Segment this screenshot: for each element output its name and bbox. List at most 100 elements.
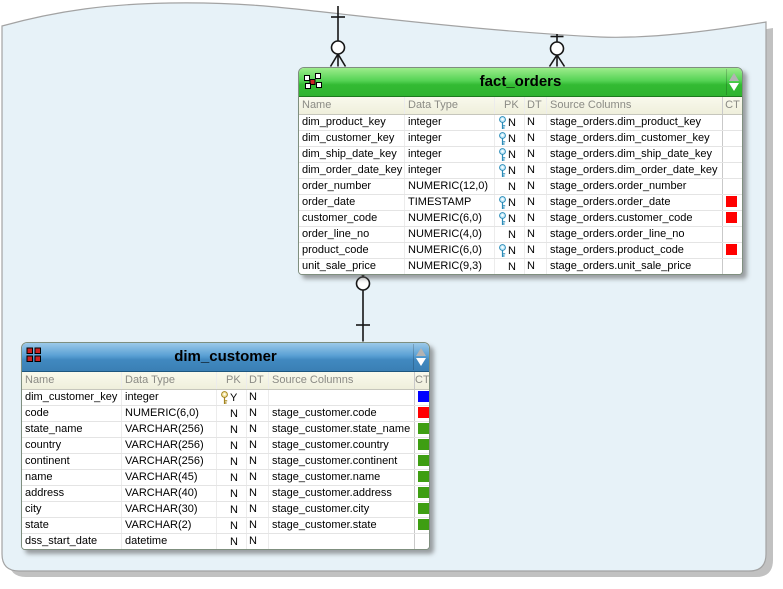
table-row[interactable]: order_line_no NUMERIC(4,0) N N stage_ord…: [299, 227, 742, 243]
source-column-value: stage_customer.continent: [269, 454, 415, 469]
table-row[interactable]: country VARCHAR(256) N N stage_customer.…: [22, 438, 429, 454]
table-fact-orders[interactable]: fact_orders Name Data Type PK DT Source …: [298, 67, 743, 275]
cardinality-zero-circle: [330, 40, 346, 55]
scroll-up-icon[interactable]: [729, 73, 739, 81]
source-column-value: stage_customer.state: [269, 518, 415, 533]
source-column-value: stage_orders.order_date: [547, 195, 723, 210]
pk-flag: N: [508, 180, 516, 193]
column-name-value: code: [22, 406, 122, 421]
col-header-source: Source Columns: [547, 97, 723, 114]
table-row[interactable]: dim_customer_key integer Y N: [22, 390, 429, 406]
primary-key-icon: [499, 131, 506, 145]
pk-flag: N: [508, 148, 516, 161]
table-dim-customer[interactable]: dim_customer Name Data Type PK DT Source…: [21, 342, 430, 550]
source-column-value: stage_customer.address: [269, 486, 415, 501]
table-row[interactable]: dss_start_date datetime N N: [22, 534, 429, 549]
source-column-value: [269, 534, 415, 549]
source-column-value: stage_customer.name: [269, 470, 415, 485]
header-divider: [726, 69, 727, 95]
column-datatype-value: NUMERIC(9,3): [405, 259, 495, 274]
pk-flag: N: [508, 244, 516, 257]
dt-flag: N: [247, 438, 269, 453]
primary-key-icon: [499, 163, 506, 177]
source-column-value: stage_orders.order_number: [547, 179, 723, 194]
pk-flag: N: [230, 423, 238, 436]
table-row[interactable]: order_date TIMESTAMP N N stage_orders.or…: [299, 195, 742, 211]
table-title: dim_customer: [174, 348, 277, 365]
col-header-name: Name: [299, 97, 405, 114]
column-name-value: customer_code: [299, 211, 405, 226]
table-row[interactable]: dim_customer_key integer N N stage_order…: [299, 131, 742, 147]
column-name-value: dim_customer_key: [299, 131, 405, 146]
primary-key-icon: [499, 115, 506, 129]
table-row[interactable]: state_name VARCHAR(256) N N stage_custom…: [22, 422, 429, 438]
cardinality-crow-foot: [329, 53, 347, 67]
dt-flag: N: [525, 211, 547, 226]
column-name-value: name: [22, 470, 122, 485]
column-name-value: state_name: [22, 422, 122, 437]
column-datatype-value: datetime: [122, 534, 217, 549]
table-header[interactable]: dim_customer: [22, 343, 429, 372]
table-row[interactable]: address VARCHAR(40) N N stage_customer.a…: [22, 486, 429, 502]
col-header-dt: DT: [525, 97, 547, 114]
column-datatype-value: VARCHAR(45): [122, 470, 217, 485]
column-name-value: product_code: [299, 243, 405, 258]
col-header-ct: CT: [725, 99, 740, 111]
dt-flag: N: [525, 259, 547, 274]
column-header-row: Name Data Type PK DT Source Columns CT: [22, 372, 429, 390]
dt-flag: N: [247, 390, 269, 405]
column-datatype-value: integer: [405, 147, 495, 162]
pk-flag: N: [508, 116, 516, 129]
cube-grid-icon: [304, 73, 322, 89]
table-row[interactable]: city VARCHAR(30) N N stage_customer.city: [22, 502, 429, 518]
dt-flag: N: [247, 534, 269, 549]
source-column-value: [269, 390, 415, 405]
ct-indicator: [418, 455, 429, 466]
table-row[interactable]: dim_product_key integer N N stage_orders…: [299, 115, 742, 131]
column-datatype-value: integer: [122, 390, 217, 405]
relationship-top-right[interactable]: [548, 34, 566, 67]
table-row[interactable]: product_code NUMERIC(6,0) N N stage_orde…: [299, 243, 742, 259]
col-header-pk: PK: [495, 97, 525, 114]
dt-flag: N: [247, 518, 269, 533]
column-name-value: unit_sale_price: [299, 259, 405, 274]
column-datatype-value: NUMERIC(6,0): [405, 211, 495, 226]
scroll-down-icon[interactable]: [416, 358, 426, 366]
table-row[interactable]: continent VARCHAR(256) N N stage_custome…: [22, 454, 429, 470]
column-name-value: city: [22, 502, 122, 517]
table-row[interactable]: dim_order_date_key integer N N stage_ord…: [299, 163, 742, 179]
table-row[interactable]: code NUMERIC(6,0) N N stage_customer.cod…: [22, 406, 429, 422]
table-row[interactable]: dim_ship_date_key integer N N stage_orde…: [299, 147, 742, 163]
table-header[interactable]: fact_orders: [299, 68, 742, 97]
ct-indicator: [418, 519, 429, 530]
column-datatype-value: NUMERIC(12,0): [405, 179, 495, 194]
source-column-value: stage_orders.customer_code: [547, 211, 723, 226]
column-name-value: order_line_no: [299, 227, 405, 242]
column-name-value: dim_order_date_key: [299, 163, 405, 178]
table-row[interactable]: order_number NUMERIC(12,0) N N stage_ord…: [299, 179, 742, 195]
scroll-up-icon[interactable]: [416, 348, 426, 356]
ct-indicator: [418, 391, 429, 402]
ct-indicator: [726, 244, 737, 255]
table-row[interactable]: state VARCHAR(2) N N stage_customer.stat…: [22, 518, 429, 534]
relationship-top-left[interactable]: [329, 6, 347, 67]
cardinality-zero-circle: [355, 276, 371, 291]
scroll-down-icon[interactable]: [729, 83, 739, 91]
dt-flag: N: [525, 115, 547, 130]
ct-indicator: [726, 212, 737, 223]
table-title: fact_orders: [479, 73, 562, 90]
column-name-value: dim_ship_date_key: [299, 147, 405, 162]
cardinality-zero-circle: [549, 41, 565, 56]
col-header-datatype: Data Type: [405, 97, 495, 114]
ct-indicator: [418, 407, 429, 418]
table-row[interactable]: customer_code NUMERIC(6,0) N N stage_ord…: [299, 211, 742, 227]
table-row[interactable]: name VARCHAR(45) N N stage_customer.name: [22, 470, 429, 486]
pk-flag: N: [230, 503, 238, 516]
dt-flag: N: [247, 422, 269, 437]
dt-flag: N: [525, 163, 547, 178]
table-row[interactable]: unit_sale_price NUMERIC(9,3) N N stage_o…: [299, 259, 742, 274]
primary-key-icon: [499, 211, 506, 225]
dt-flag: N: [525, 179, 547, 194]
source-column-value: stage_customer.city: [269, 502, 415, 517]
col-header-ct: CT: [415, 374, 429, 386]
